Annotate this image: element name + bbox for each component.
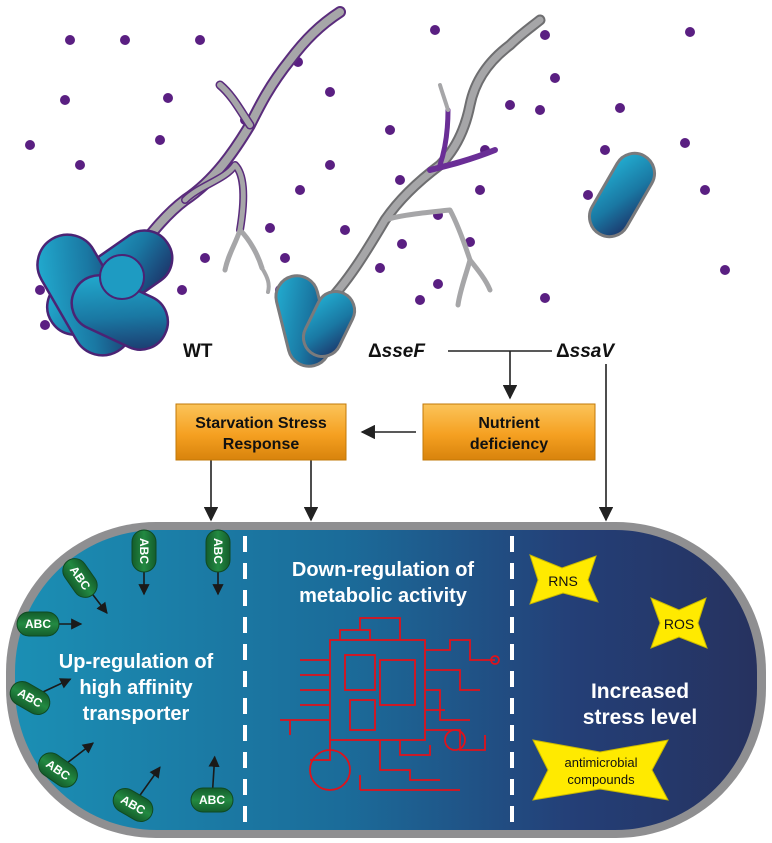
ssef-name: sseF (382, 341, 427, 362)
abc-transporter: ABC (205, 529, 231, 596)
antimicrobial-line2: compounds (567, 772, 635, 787)
nutrient-dot (40, 320, 50, 330)
antimicrobial-star: antimicrobial compounds (532, 739, 669, 801)
starvation-box: Starvation Stress Response (175, 403, 347, 461)
left-text-line1: Up-regulation of (59, 651, 214, 673)
rns-star: RNS (529, 554, 599, 605)
abc-label: ABC (199, 793, 225, 807)
abc-label: ABC (137, 538, 151, 564)
abc-transporter: ABC (16, 611, 83, 637)
right-text-line2: stress level (583, 706, 697, 729)
nutrient-particles (25, 23, 730, 330)
ssav-label: ΔssaV (556, 341, 615, 362)
nutrient-box: Nutrient deficiency (422, 403, 596, 461)
nutrient-dot (265, 223, 275, 233)
abc-transporter: ABC (131, 529, 157, 596)
left-text-line2: high affinity (79, 677, 193, 699)
abc-label: ABC (211, 538, 225, 564)
mid-text-line2: metabolic activity (299, 585, 468, 607)
nutrient-dot (465, 237, 475, 247)
ssef-bacteria (274, 274, 357, 368)
nutrient-line2: deficiency (470, 436, 548, 453)
abc-transporter: ABC (112, 766, 161, 822)
nutrient-dot (475, 185, 485, 195)
nutrient-dot (680, 138, 690, 148)
nutrient-dot (200, 253, 210, 263)
nutrient-dot (325, 160, 335, 170)
nutrient-dot (65, 35, 75, 45)
abc-pill (16, 611, 60, 637)
abc-pill (131, 529, 157, 573)
starvation-line1: Starvation Stress (195, 415, 327, 432)
nutrient-dot (505, 100, 515, 110)
nutrient-dot (155, 135, 165, 145)
nutrient-dot (615, 103, 625, 113)
nutrient-dot (700, 185, 710, 195)
antimicrobial-line1: antimicrobial (565, 755, 638, 770)
nutrient-dot (35, 285, 45, 295)
nutrient-dot (550, 73, 560, 83)
nutrient-dot (195, 35, 205, 45)
nutrient-dot (75, 160, 85, 170)
right-text-line1: Increased (591, 680, 689, 703)
ssef-delta: Δ (368, 341, 382, 362)
nutrient-dot (25, 140, 35, 150)
nutrient-dot (600, 145, 610, 155)
nutrient-dot (583, 190, 593, 200)
nutrient-dot (395, 175, 405, 185)
mid-text-line1: Down-regulation of (292, 559, 475, 581)
nutrient-dot (375, 263, 385, 273)
ssav-name: ssaV (570, 341, 616, 362)
connector-arrows (203, 350, 614, 522)
nutrient-dot (177, 285, 187, 295)
abc-label: ABC (25, 617, 51, 631)
nutrient-dot (120, 35, 130, 45)
abc-pill (62, 558, 98, 598)
rns-label: RNS (548, 573, 578, 589)
nutrient-dot (163, 93, 173, 103)
wt-bacteria-cluster (36, 229, 174, 357)
nutrient-dot (430, 25, 440, 35)
abc-pill (9, 681, 51, 715)
nutrient-dot (295, 185, 305, 195)
abc-pill (190, 787, 234, 813)
wt-filament (124, 6, 346, 294)
starvation-line2: Response (223, 436, 300, 453)
abc-pill (205, 529, 231, 573)
nutrient-dot (415, 295, 425, 305)
ros-star: ROS (650, 597, 708, 649)
nutrient-dot (720, 265, 730, 275)
ssef-label: ΔsseF (368, 341, 426, 362)
left-text-line3: transporter (83, 703, 190, 725)
abc-pill (112, 788, 154, 822)
nutrient-dot (325, 87, 335, 97)
nutrient-dot (397, 239, 407, 249)
ros-label: ROS (664, 616, 694, 632)
nutrient-line1: Nutrient (478, 415, 540, 432)
nutrient-dot (535, 105, 545, 115)
nutrient-dot (540, 30, 550, 40)
nutrient-dot (433, 279, 443, 289)
nutrient-dot (280, 253, 290, 263)
abc-transporter: ABC (9, 678, 72, 715)
nutrient-dot (385, 125, 395, 135)
abc-transporter: ABC (190, 755, 234, 813)
ssav-delta: Δ (556, 341, 570, 362)
nutrient-dot (540, 293, 550, 303)
metabolic-network (280, 617, 500, 791)
abc-pill (38, 752, 78, 788)
ssav-bacterium (588, 151, 656, 239)
wt-label: WT (183, 341, 213, 362)
nutrient-dot (60, 95, 70, 105)
nutrient-dot (685, 27, 695, 37)
nutrient-dot (340, 225, 350, 235)
ssef-filament (319, 14, 546, 311)
